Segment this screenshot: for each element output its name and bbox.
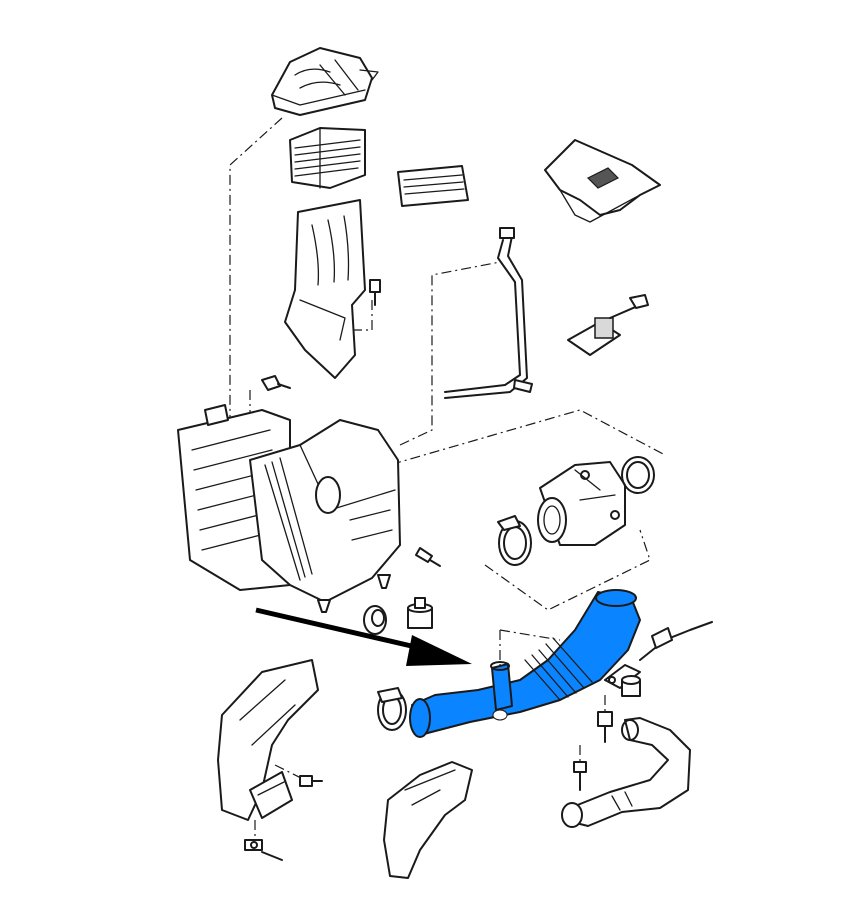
intake-air-duct-hose: [409, 589, 641, 738]
bolt-2: [261, 375, 291, 391]
filter-pad: [397, 165, 469, 207]
screw-1: [369, 279, 381, 306]
screw-5: [299, 775, 323, 787]
throttle-adapter: [537, 461, 626, 546]
screw-3: [415, 547, 441, 567]
lower-left-duct: [217, 659, 319, 821]
air-filter-element: [289, 127, 366, 189]
hose-clamp-upper: [497, 515, 532, 566]
lower-right-pipe: [561, 717, 691, 828]
resonator-duct: [284, 199, 366, 379]
maf-sensor: [567, 294, 649, 356]
airbox-top-cover: [271, 47, 379, 116]
breather-pipe: [444, 227, 533, 399]
duct-cover: [544, 139, 661, 223]
bracket-clip: [244, 839, 283, 861]
lower-shroud: [383, 761, 473, 879]
temperature-sensor-cable: [604, 621, 713, 689]
valve-fitting: [597, 711, 613, 743]
hose-clamp-lower: [377, 687, 407, 731]
screw-4: [573, 761, 587, 791]
grommet-2: [407, 597, 433, 629]
arrow-pointing-to-intake-duct: [255, 607, 472, 666]
grommet-3: [621, 675, 641, 697]
grommet-1: [363, 605, 387, 635]
airbox-housing: [177, 404, 401, 613]
o-ring: [621, 456, 655, 494]
